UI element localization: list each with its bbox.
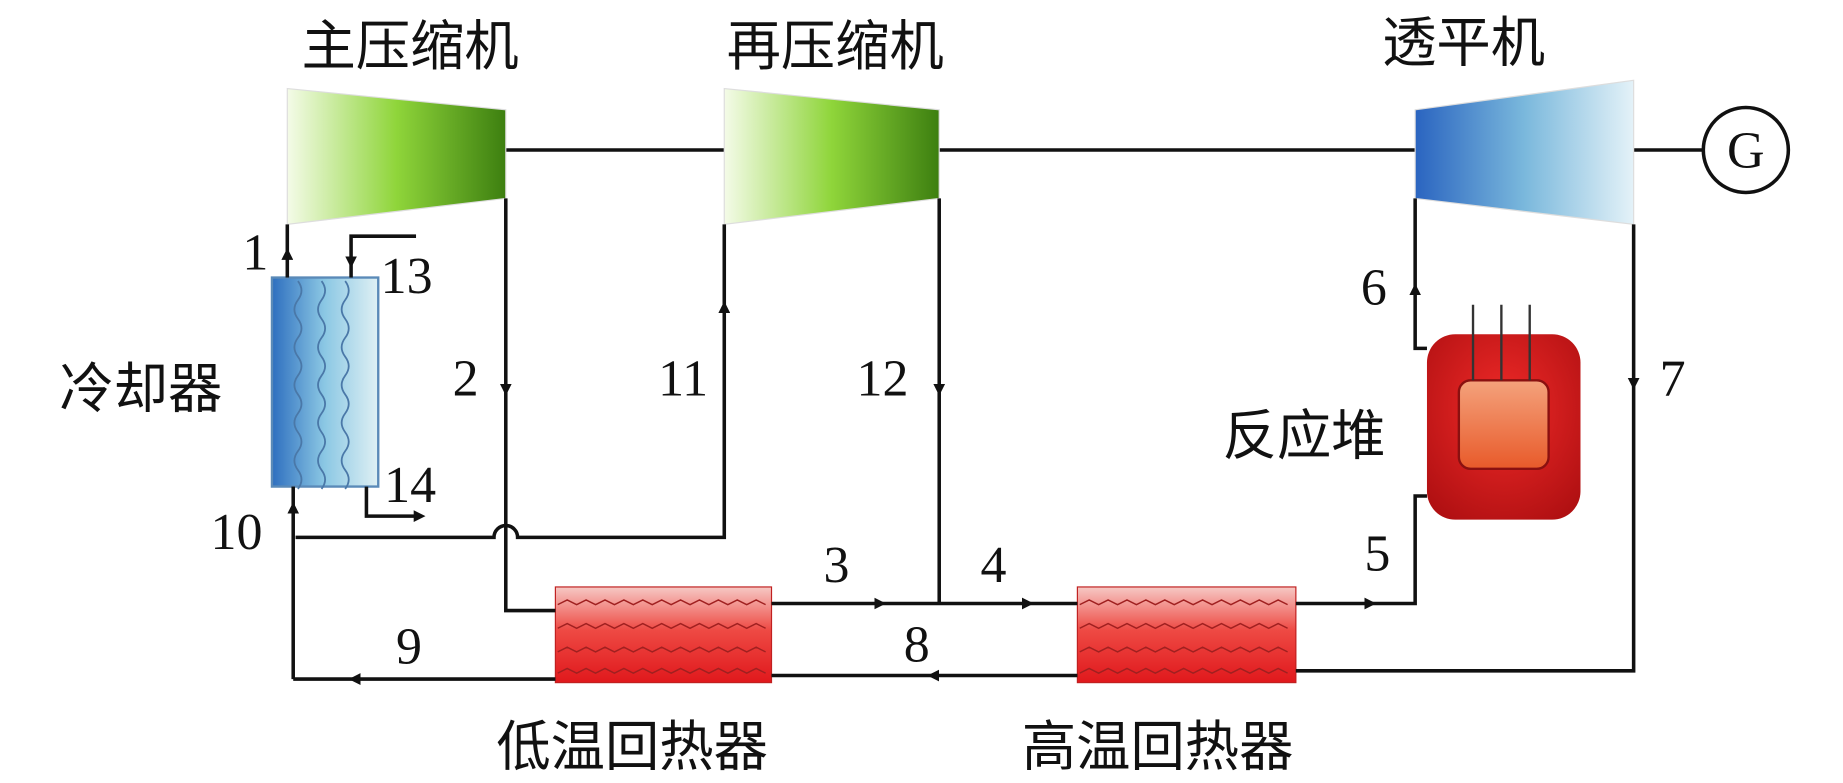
main-compressor	[286, 87, 507, 226]
state-point-8: 8	[904, 616, 930, 673]
state-point-4: 4	[981, 537, 1007, 594]
reactor	[1426, 304, 1581, 520]
state-point-10: 10	[211, 504, 263, 561]
state-point-13: 13	[381, 248, 433, 305]
state-point-5: 5	[1364, 525, 1390, 582]
state-point-11: 11	[658, 351, 708, 408]
state-point-1: 1	[242, 224, 268, 281]
state-point-12: 12	[857, 351, 909, 408]
state-point-3: 3	[823, 537, 849, 594]
high-temp-recuperator	[1076, 586, 1297, 684]
reactor-label: 反应堆	[1223, 405, 1386, 468]
recompressor	[723, 87, 940, 226]
state-point-9: 9	[396, 619, 422, 676]
high-temp-recuperator-label: 高温回热器	[1022, 715, 1294, 778]
state-point-7: 7	[1660, 351, 1686, 408]
low-temp-recuperator-label: 低温回热器	[496, 715, 768, 778]
flow-lines	[281, 198, 1640, 685]
state-point-2: 2	[453, 351, 479, 408]
state-point-6: 6	[1361, 260, 1387, 317]
turbine	[1414, 79, 1635, 226]
cooler	[270, 276, 380, 490]
generator-label: G	[1727, 123, 1765, 180]
main-compressor-label: 主压缩机	[301, 15, 518, 78]
generator: G	[1701, 105, 1791, 195]
low-temp-recuperator	[554, 586, 773, 684]
recompressor-label: 再压缩机	[727, 15, 944, 78]
cooler-label: 冷却器	[59, 357, 222, 420]
turbine-label: 透平机	[1382, 11, 1545, 74]
state-point-14: 14	[384, 457, 436, 514]
